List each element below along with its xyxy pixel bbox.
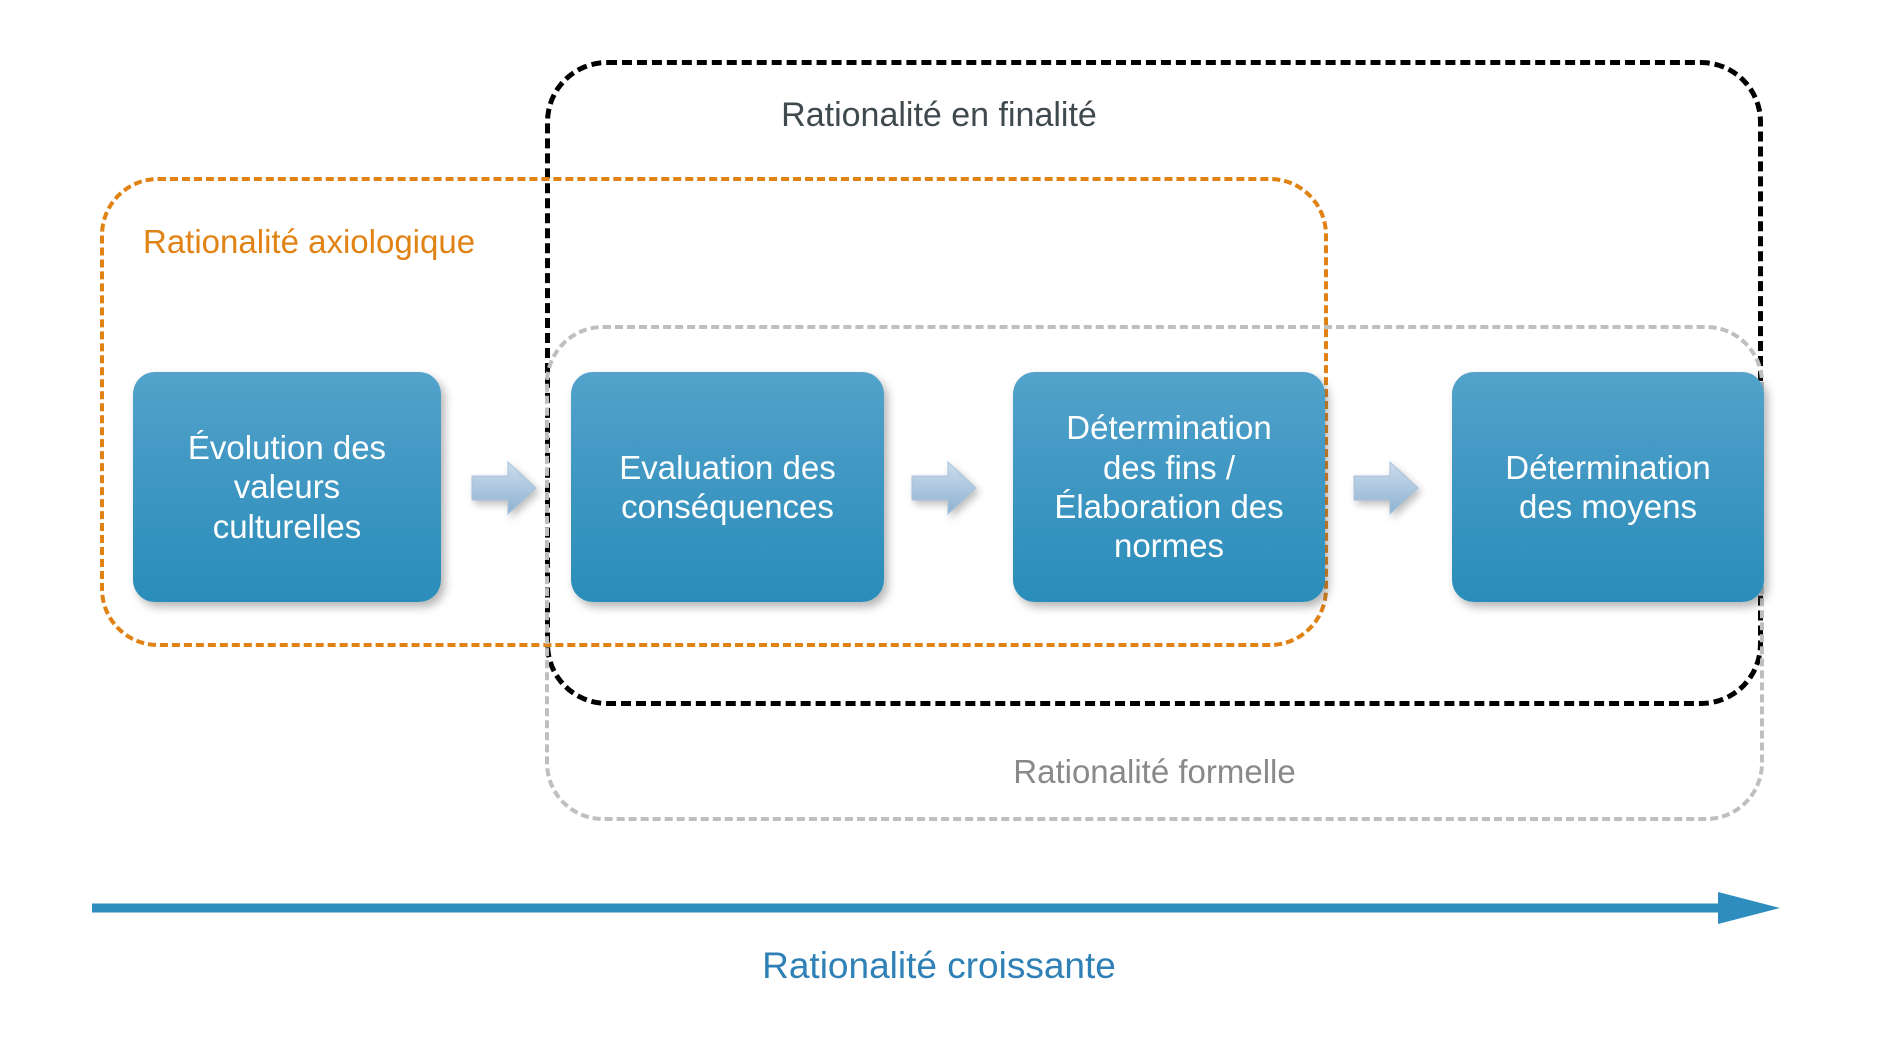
process-box-4-line-1: Détermination [1505,448,1711,486]
process-box-3[interactable]: Détermination des fins / Élaboration des… [1013,372,1325,602]
process-box-4-text: Détermination des moyens [1505,448,1710,527]
process-box-4-line-2: des moyens [1519,488,1697,525]
process-box-1-line-3: culturelles [212,507,362,545]
process-box-1-line-2: valeurs [233,468,341,506]
process-box-1[interactable]: Évolution des valeurs culturelles [133,372,441,602]
group-label-rationalite-en-finalite: Rationalité en finalité [781,96,1097,134]
process-box-3-text: Détermination des fins / Élaboration des… [1054,408,1283,565]
progression-axis-label: Rationalité croissante [762,945,1116,986]
right-arrow-icon [911,460,977,516]
process-box-2-line-2: conséquences [621,488,834,525]
process-box-2-line-1: Evaluation des [619,448,836,486]
group-frame-rationalite-axiologique [100,177,1328,647]
process-box-1-line-1: Évolution des [187,429,387,467]
process-box-3-line-2: des fins / [1102,448,1236,486]
process-box-4[interactable]: Détermination des moyens [1452,372,1764,602]
progression-axis-arrow [92,892,1780,924]
process-box-2[interactable]: Evaluation des conséquences [571,372,884,602]
right-arrow-icon [1353,460,1419,516]
process-box-2-text: Evaluation des conséquences [619,448,835,527]
process-box-3-line-1: Détermination [1066,409,1272,447]
process-box-1-text: Évolution des valeurs culturelles [188,428,386,546]
right-arrow-icon [471,460,537,516]
group-label-rationalite-axiologique: Rationalité axiologique [143,223,476,260]
process-box-3-line-4: normes [1113,527,1225,565]
group-label-rationalite-formelle: Rationalité formelle [1013,753,1296,790]
process-box-3-line-3: Élaboration des [1054,488,1284,525]
